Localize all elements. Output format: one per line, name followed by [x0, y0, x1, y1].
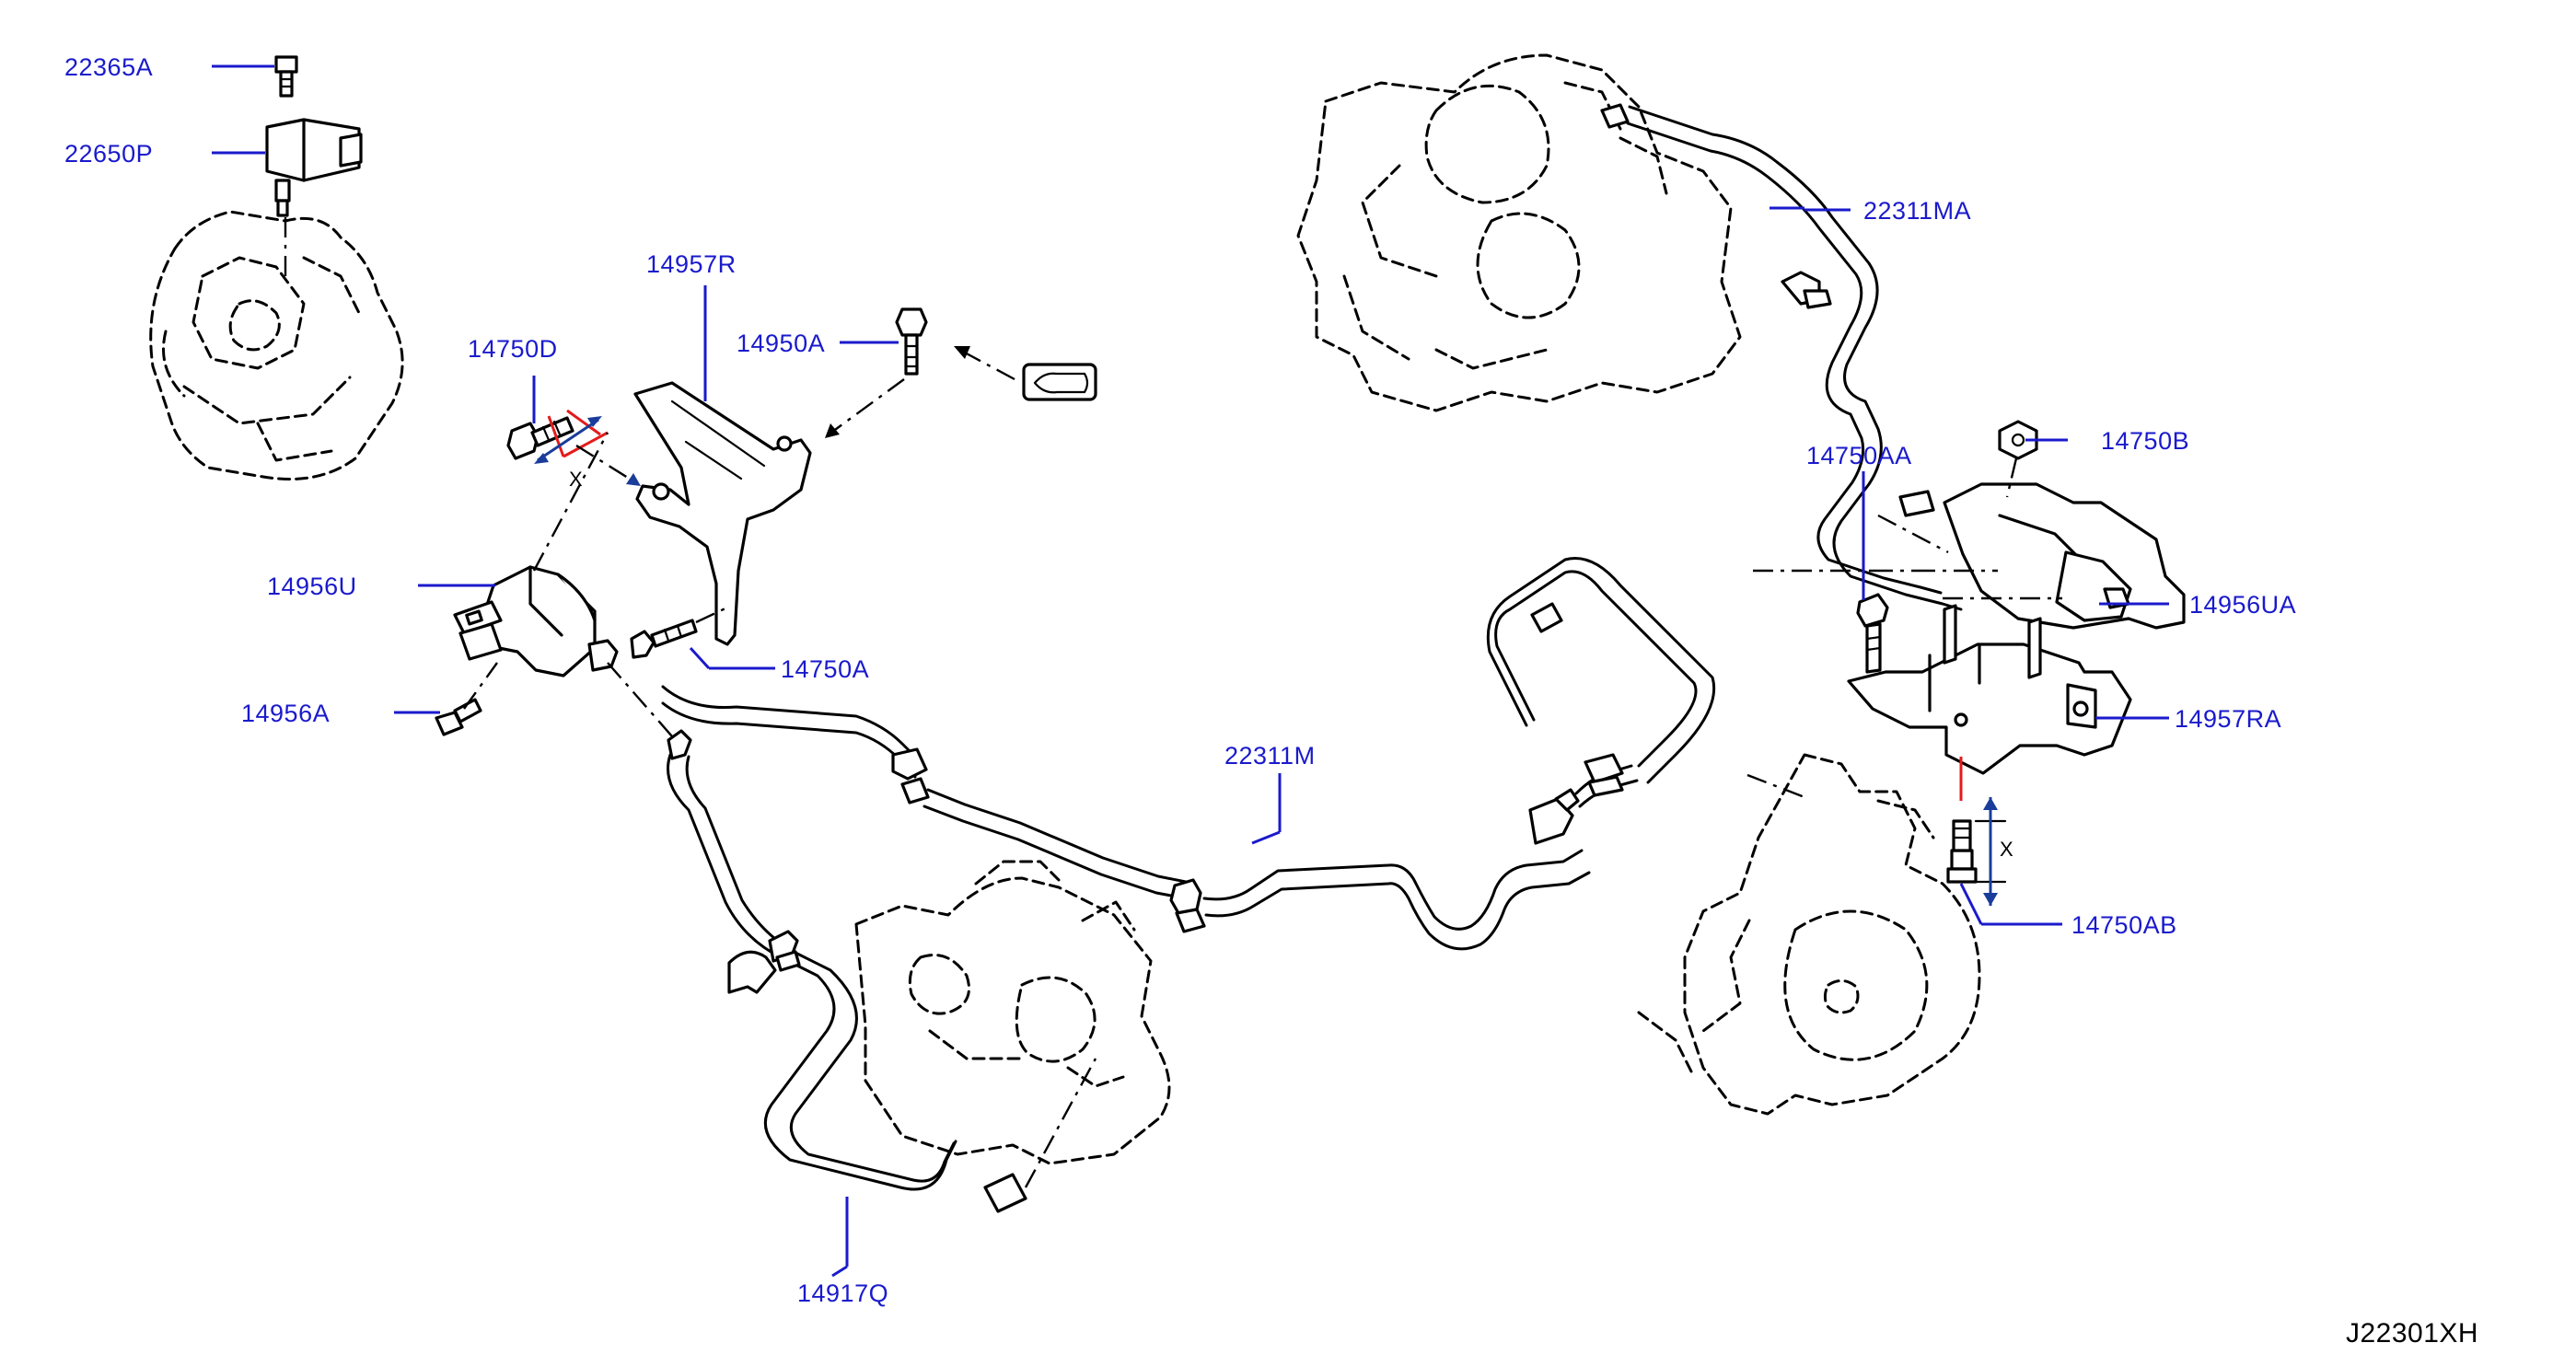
bracket-icon — [1847, 642, 2132, 775]
bolt-icon — [895, 307, 928, 376]
connector-symbol-icon — [1022, 363, 1097, 401]
hose-22311m — [661, 557, 1716, 951]
callout-22311m: 22311M — [1224, 742, 1316, 770]
callout-14917q: 14917Q — [797, 1279, 888, 1307]
callout-14950a: 14950A — [737, 330, 825, 357]
callout-22311ma: 22311MA — [1863, 197, 1971, 225]
engine-outline-icon — [854, 860, 1171, 1165]
callout-14956u: 14956U — [267, 573, 357, 600]
callout-14750a: 14750A — [781, 655, 869, 683]
bolt-icon — [1856, 593, 1889, 674]
dimension-x-right: X — [2000, 838, 2013, 861]
document-id: J22301XH — [2346, 1318, 2478, 1349]
leader-lines — [212, 64, 2169, 926]
bracket-14957r: X — [506, 307, 1097, 646]
solenoid-14956ua: X — [1746, 420, 2186, 906]
hose-icon — [667, 729, 1027, 1213]
callout-22650p: 22650P — [64, 140, 153, 168]
callout-14750b: 14750B — [2101, 427, 2189, 455]
dimension-x-left: X — [569, 468, 583, 491]
bracket-icon — [633, 381, 812, 646]
bolt-icon — [1943, 604, 2042, 679]
solenoid-valve-icon — [453, 565, 619, 677]
bolt-icon — [435, 698, 482, 736]
solenoid-valve-icon — [1943, 482, 2186, 630]
sensor-assembly — [149, 55, 404, 480]
sensor-icon — [265, 118, 363, 217]
callout-labels: 22365A 22650P 14957R 14750D 14950A 14956… — [64, 53, 2478, 1349]
solenoid-14956u — [435, 432, 728, 737]
callout-22365a: 22365A — [64, 53, 153, 81]
bolt-icon — [274, 55, 298, 98]
hose-14917q — [667, 729, 1097, 1278]
engine-outline-icon — [149, 210, 404, 480]
bolt-icon — [1946, 819, 1978, 884]
hose-icon — [1600, 103, 1963, 611]
bolt-icon — [1998, 420, 2038, 460]
callout-14957ra: 14957RA — [2175, 705, 2281, 733]
bolt-icon — [630, 619, 698, 659]
hose-22311ma — [1600, 103, 1963, 611]
bolt-icon — [506, 416, 574, 460]
callout-14957r: 14957R — [646, 250, 737, 278]
callout-14750d: 14750D — [468, 335, 558, 363]
engine-outline-icon — [1637, 753, 1981, 1116]
callout-14750aa: 14750AA — [1806, 442, 1912, 469]
callout-14956ua: 14956UA — [2189, 591, 2296, 619]
callout-14750ab: 14750AB — [2071, 911, 2177, 939]
callout-14956a: 14956A — [241, 700, 330, 727]
hose-icon — [661, 557, 1716, 951]
engine-outline-icon — [1296, 53, 1742, 412]
